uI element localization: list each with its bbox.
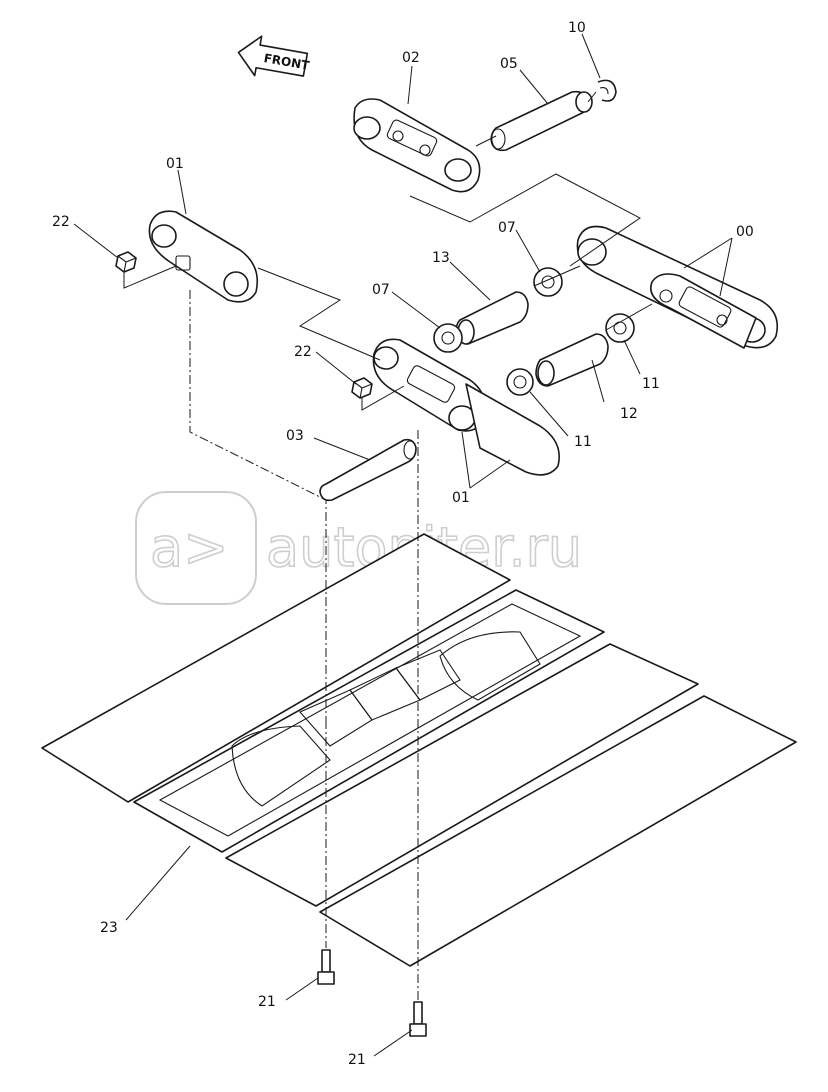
leader-lines: [73, 33, 733, 1057]
seal-07-right: [533, 267, 563, 297]
track-shoe-23: [41, 533, 797, 967]
seal-07-left: [433, 323, 463, 353]
clip-10: [597, 79, 617, 102]
arrow-icon: [237, 35, 309, 77]
callout-21-right: 21: [348, 1052, 366, 1068]
bolt-21-left: [317, 949, 335, 985]
seal-11-lower: [506, 368, 534, 396]
callout-22-mid: 22: [294, 344, 312, 360]
callout-12: 12: [620, 406, 638, 422]
link-01-lower: [372, 338, 560, 476]
callout-03: 03: [286, 428, 304, 444]
link-02: [353, 98, 481, 193]
bolt-21-right: [409, 1001, 427, 1037]
pin-03: [319, 438, 417, 502]
nut-22-mid: [351, 377, 373, 399]
callouts: 02 05 10 01 22 00 07 13 07 22 03 01 11 1…: [52, 20, 754, 1068]
bushing-13: [455, 291, 529, 345]
nut-22-top: [115, 251, 137, 273]
seal-11-right: [605, 313, 635, 343]
callout-02: 02: [402, 50, 420, 66]
callout-11-right: 11: [642, 376, 660, 392]
callout-22-top: 22: [52, 214, 70, 230]
bushing-12: [535, 333, 609, 387]
callout-07-right: 07: [498, 220, 516, 236]
assembly-lines: [123, 91, 653, 1000]
callout-05: 05: [500, 56, 518, 72]
callout-00: 00: [736, 224, 754, 240]
link-00: [576, 225, 779, 349]
link-01-upper: [148, 210, 259, 303]
callout-13: 13: [432, 250, 450, 266]
pin-05: [490, 90, 593, 152]
watermark-logo-text: a>: [150, 516, 228, 579]
watermark-logo-icon: [135, 491, 257, 605]
callout-01-top: 01: [166, 156, 184, 172]
callout-01-bottom: 01: [452, 490, 470, 506]
callout-11-lower: 11: [574, 434, 592, 450]
callout-10: 10: [568, 20, 586, 36]
callout-07-left: 07: [372, 282, 390, 298]
callout-23: 23: [100, 920, 118, 936]
front-direction-arrow: FRONT: [237, 35, 311, 77]
callout-21-left: 21: [258, 994, 276, 1010]
